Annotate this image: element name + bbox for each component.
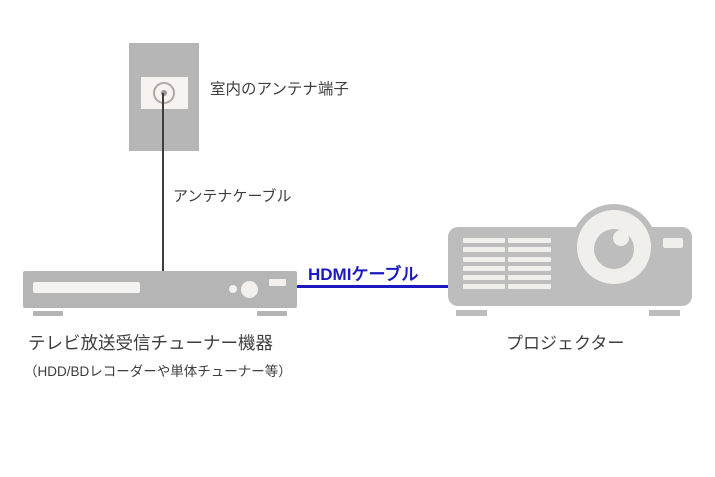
antenna-connector-pin-icon [161,90,167,96]
projector-vent [508,247,551,253]
projector-vent [463,284,505,290]
projector-vent [463,275,505,281]
projector-vent [463,238,505,243]
projector-vent [508,275,551,281]
antenna-terminal-label: 室内のアンテナ端子 [210,81,349,98]
projector-lens-highlight [613,230,629,246]
tuner-disc-slot [33,282,140,293]
projector-foot-left [456,310,487,316]
hdmi-cable-label: HDMIケーブル [308,265,419,284]
tuner-power-button-icon [241,281,258,298]
tuner-small-button-icon [229,285,237,293]
antenna-cable-label: アンテナケーブル [173,188,292,205]
antenna-cable-line [162,93,164,272]
projector-vent [508,284,551,290]
projector-foot-right [649,310,680,316]
tuner-label: テレビ放送受信チューナー機器 [28,333,273,353]
projector-vent [463,247,505,253]
projector-vent-grille [463,238,551,290]
projector-vent [463,256,505,262]
hdmi-cable-line [297,285,448,288]
tuner-indicator-light [269,279,286,286]
projector-vent [508,256,551,262]
projector-vent [508,238,551,243]
projector-vent [463,265,505,271]
projector-indicator-light [663,238,683,248]
tuner-foot-right [257,311,287,316]
tuner-sublabel: （HDD/BDレコーダーや単体チューナー等） [24,364,292,379]
projector-label: プロジェクター [506,334,625,353]
antenna-connector-icon [153,82,175,104]
projector-vent [508,265,551,271]
tuner-foot-left [33,311,63,316]
